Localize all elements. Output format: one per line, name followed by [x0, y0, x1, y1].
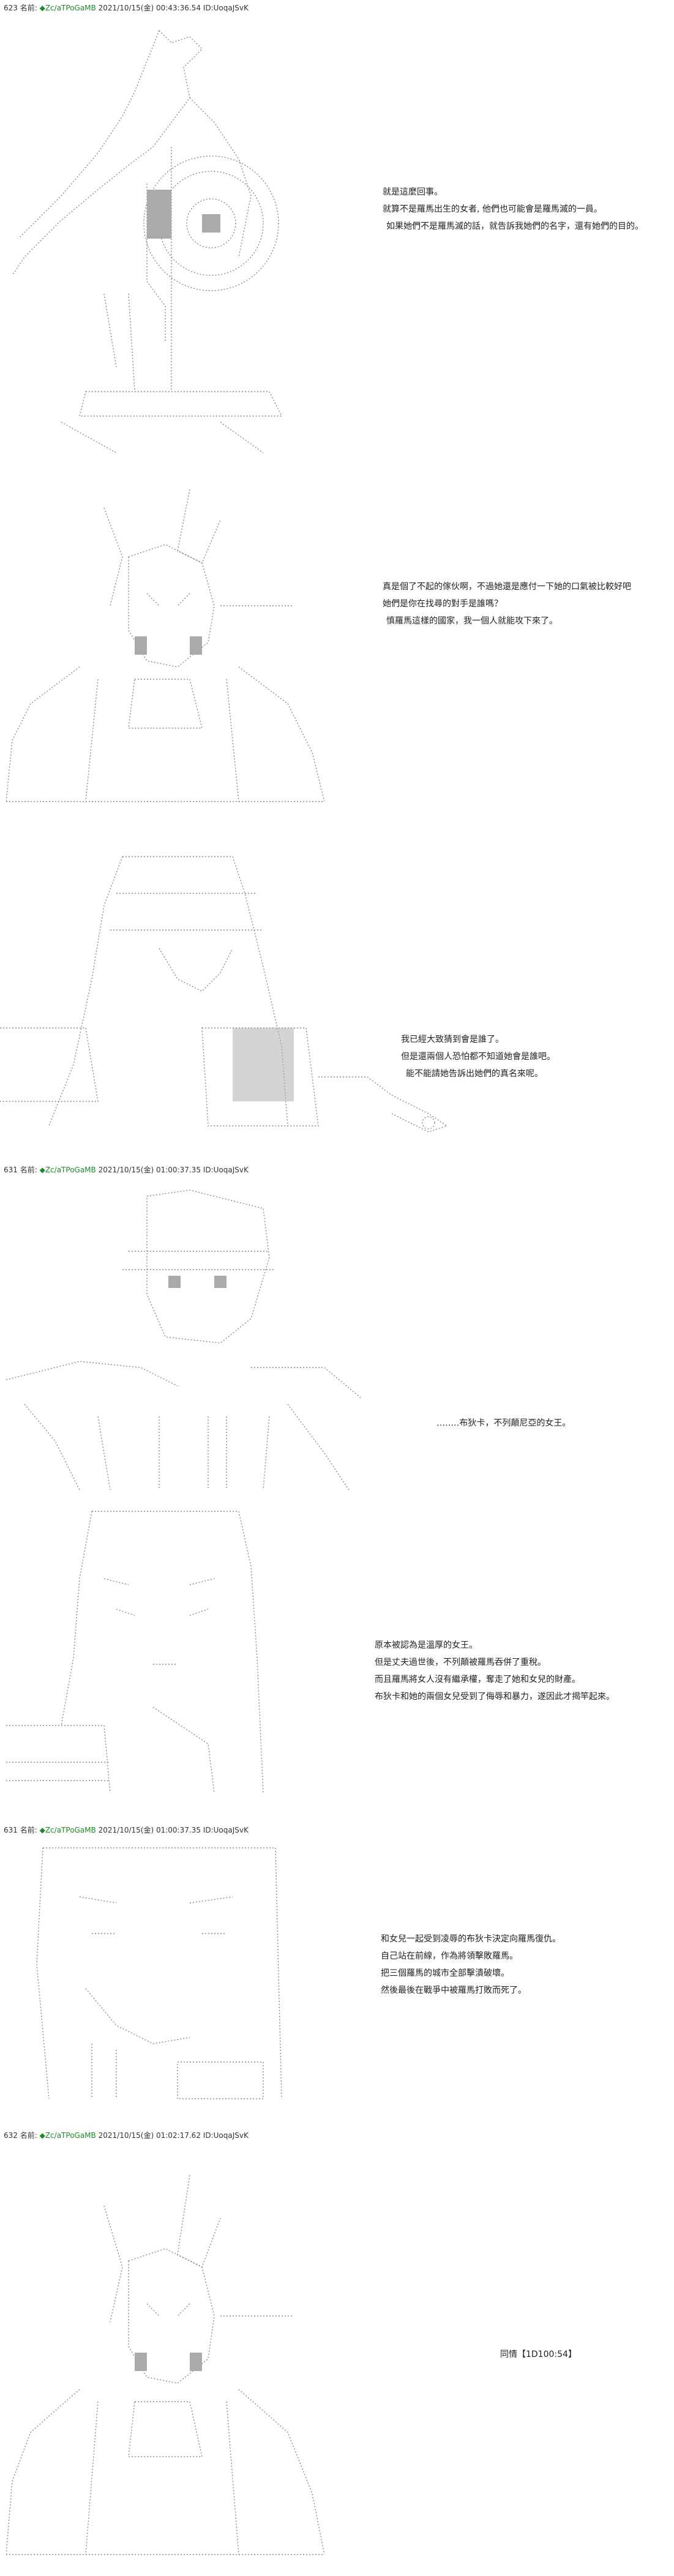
dialogue-line: 就是這麼回事。: [383, 187, 443, 197]
post-time: 01:00:37.35: [155, 1826, 201, 1834]
woman-head-portrait-ascii-art: [31, 1842, 288, 2105]
armored-figure-with-horned-helmet-ascii-art: [6, 483, 324, 814]
poster-id[interactable]: ID:UoqaJSvK: [203, 2131, 249, 2140]
dialogue-line: 和女兒一起受到凌辱的布狄卡決定向羅馬復仇。: [381, 1934, 561, 1944]
tripcode[interactable]: ◆Zc/aTPoGaMB: [39, 2131, 96, 2140]
dialogue-line: 同情【1D100:54】: [500, 2350, 577, 2359]
dialogue-panel-7: 同情【1D100:54】: [500, 2346, 577, 2363]
post-time: 01:00:37.35: [155, 1166, 201, 1174]
dialogue-623-1: 就是這麼回事。 就算不是羅馬出生的女者, 他們也可能會是羅馬滅的一員。 如果她們…: [383, 184, 643, 235]
dialogue-panel-2: 真是個了不起的傢伙啊，不過她還是應付一下她的口氣被比較好吧 她們是你在找尋的對手…: [383, 578, 631, 630]
dialogue-line: 而且羅馬將女人沒有繼承權，奪走了她和女兒的財產。: [375, 1675, 580, 1684]
dialogue-line: 她們是你在找尋的對手是誰嗎？: [383, 599, 503, 609]
post-number: 632: [4, 2131, 18, 2140]
poster-id[interactable]: ID:UoqaJSvK: [203, 1826, 249, 1834]
post-date: 2021/10/15(金): [98, 1166, 154, 1174]
dialogue-line: 我已經大致猜到會是誰了。: [401, 1035, 504, 1044]
dialogue-line: 布狄卡和她的兩個女兒受到了侮辱和暴力，遂因此才揭竿起來。: [375, 1692, 615, 1702]
dialogue-line: 慎羅馬這樣的國家，我一個人就能攻下來了。: [386, 616, 558, 626]
dialogue-line: 如果她們不是羅馬滅的話，就告訴我她們的名字，還有她們的目的。: [386, 221, 643, 231]
name-label: 名前:: [20, 1166, 37, 1174]
post-number: 623: [4, 4, 18, 12]
name-label: 名前:: [20, 2131, 37, 2140]
post-number: 631: [4, 1166, 18, 1174]
post-date: 2021/10/15(金): [98, 1826, 154, 1834]
hooded-warrior-with-sword-ascii-art: [0, 844, 465, 1150]
tripcode[interactable]: ◆Zc/aTPoGaMB: [39, 4, 96, 12]
post-date: 2021/10/15(金): [98, 2131, 154, 2140]
tripcode[interactable]: ◆Zc/aTPoGaMB: [39, 1826, 96, 1834]
tripcode[interactable]: ◆Zc/aTPoGaMB: [39, 1166, 96, 1174]
long-haired-woman-ascii-art: [6, 1505, 269, 1793]
dialogue-panel-4: ‥‥‥‥布狄卡，不列顛尼亞的女王。: [436, 1415, 571, 1432]
dialogue-panel-5: 原本被認為是溫厚的女王。 但是丈夫過世後，不列顛被羅馬吞併了重稅。 而且羅馬將女…: [375, 1637, 615, 1705]
poster-id[interactable]: ID:UoqaJSvK: [203, 1166, 249, 1174]
post-header-631b: 631 名前: ◆Zc/aTPoGaMB 2021/10/15(金) 01:00…: [4, 1825, 249, 1835]
dialogue-line: 但是還兩個人恐怕都不知道她會是誰吧。: [401, 1052, 555, 1062]
name-label: 名前:: [20, 1826, 37, 1834]
dialogue-line: ‥‥‥‥布狄卡，不列顛尼亞的女王。: [436, 1418, 571, 1428]
post-header-632: 632 名前: ◆Zc/aTPoGaMB 2021/10/15(金) 01:02…: [4, 2130, 249, 2140]
dialogue-panel-3: 我已經大致猜到會是誰了。 但是還兩個人恐怕都不知道她會是誰吧。 能不能請她告訴出…: [401, 1031, 555, 1082]
dialogue-line: 把三個羅馬的城市全部擊潰破壞。: [381, 1968, 509, 1978]
dialogue-line: 原本被認為是溫厚的女王。: [375, 1640, 477, 1650]
post-time: 01:02:17.62: [155, 2131, 201, 2140]
post-time: 00:43:36.54: [155, 4, 201, 12]
post-header-623: 623 名前: ◆Zc/aTPoGaMB 2021/10/15(金) 00:43…: [4, 2, 249, 13]
post-number: 631: [4, 1826, 18, 1834]
dialogue-line: 能不能請她告訴出她們的真名來呢。: [406, 1069, 543, 1079]
post-date: 2021/10/15(金): [98, 4, 154, 12]
name-label: 名前:: [20, 4, 37, 12]
queen-in-flowing-robes-ascii-art: [6, 1184, 386, 1496]
dialogue-line: 就算不是羅馬出生的女者, 他們也可能會是羅馬滅的一員。: [383, 204, 602, 214]
dialogue-line: 然後最後在戰爭中被羅馬打敗而死了。: [381, 1986, 526, 1995]
dialogue-panel-6: 和女兒一起受到凌辱的布狄卡決定向羅馬復仇。 自己站在前線，作為將領擊敗羅馬。 把…: [381, 1930, 561, 1999]
post-header-631: 631 名前: ◆Zc/aTPoGaMB 2021/10/15(金) 01:00…: [4, 1164, 249, 1175]
dialogue-line: 真是個了不起的傢伙啊，不過她還是應付一下她的口氣被比較好吧: [383, 582, 631, 592]
armored-figure-with-horned-helmet-ascii-art: [6, 2169, 324, 2567]
dialogue-line: 自己站在前線，作為將領擊敗羅馬。: [381, 1951, 518, 1961]
poster-id[interactable]: ID:UoqaJSvK: [203, 4, 249, 12]
knight-with-round-shield-ascii-art: [6, 24, 294, 465]
dialogue-line: 但是丈夫過世後，不列顛被羅馬吞併了重稅。: [375, 1658, 546, 1667]
